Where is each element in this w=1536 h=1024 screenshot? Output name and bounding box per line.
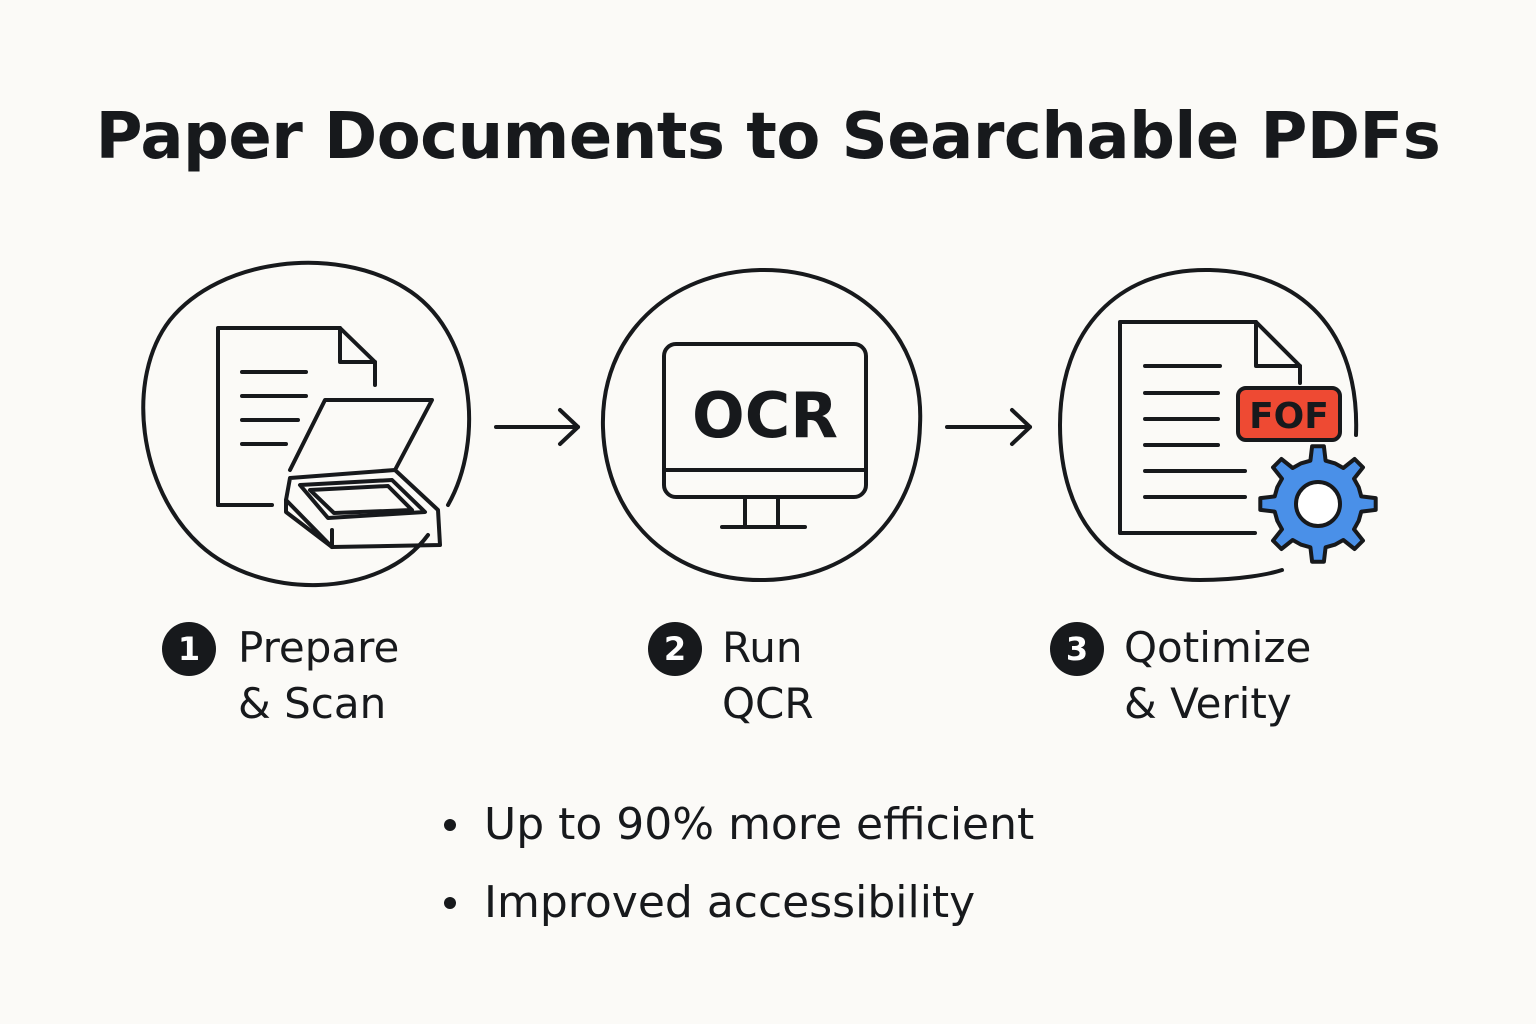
step-1-subtitle: & Scan xyxy=(238,679,387,728)
step-2-subtitle: QCR xyxy=(722,679,814,728)
step-3-subtitle: & Verity xyxy=(1124,679,1292,728)
arrow-1-icon xyxy=(494,408,580,446)
step-3-circle xyxy=(1058,267,1359,582)
gear-icon xyxy=(1258,444,1378,564)
step-1-circle xyxy=(141,260,472,588)
benefits-list: Up to 90% more efficient Improved access… xyxy=(438,786,1034,942)
step-3-number: 3 xyxy=(1050,622,1104,676)
step-1-number: 1 xyxy=(162,622,216,676)
step-1-title: Prepare xyxy=(238,623,400,672)
bullet-icon xyxy=(444,819,456,831)
step-2-circle xyxy=(600,267,923,583)
document-scanner-icon xyxy=(216,326,442,549)
bullet-icon xyxy=(444,897,456,909)
pdf-badge-label: FOF xyxy=(1249,396,1329,437)
page-title: Paper Documents to Searchable PDFs xyxy=(95,100,1441,174)
benefit-text: Up to 90% more efficient xyxy=(484,799,1035,850)
step-2-title: Run xyxy=(722,623,803,672)
ocr-monitor-icon xyxy=(662,342,868,529)
benefit-item: Up to 90% more efficient xyxy=(438,786,1034,864)
gear-hole xyxy=(1294,480,1342,528)
arrow-2-icon xyxy=(945,408,1032,446)
benefit-item: Improved accessibility xyxy=(438,864,1034,942)
benefit-text: Improved accessibility xyxy=(484,877,976,928)
step-2-number: 2 xyxy=(648,622,702,676)
pdf-document-icon xyxy=(1118,320,1302,535)
step-3-title: Qotimize xyxy=(1124,623,1312,672)
pdf-badge-icon: FOF xyxy=(1236,386,1342,442)
ocr-label: OCR xyxy=(692,379,838,452)
